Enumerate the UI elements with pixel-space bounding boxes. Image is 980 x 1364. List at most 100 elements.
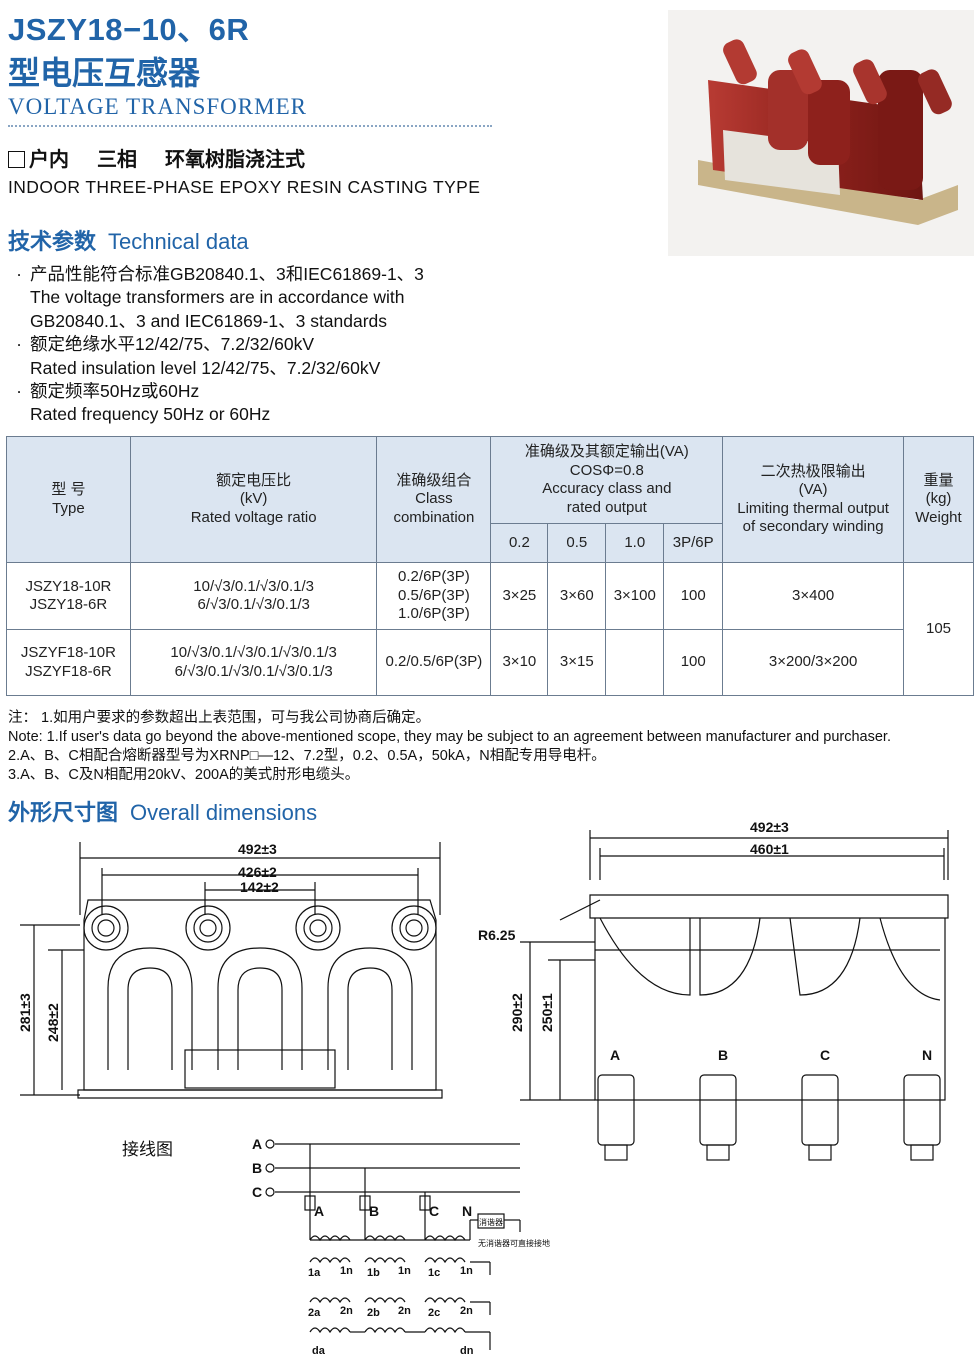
list-item: Rated frequency 50Hz or 60Hz (30, 404, 271, 425)
cell-weight: 105 (903, 562, 974, 696)
list-item: ·额定绝缘水平12/42/75、7.2/32/60kV (16, 334, 315, 355)
cell-output-10: 3×100 (605, 562, 665, 630)
cell-line: Rated voltage ratio (190, 508, 317, 526)
header-ratio: 额定电压比(kV)Rated voltage ratio (129, 436, 378, 563)
header-output-02: 0.2 (490, 523, 549, 563)
phase-label-a: A (610, 1047, 620, 1063)
type-three-phase: 三相 (97, 147, 137, 171)
wiring-box-suppressor: 消谐器 (479, 1217, 503, 1227)
cell-line: (kV) (239, 490, 268, 508)
cell-line: JSZY18-10R (25, 577, 112, 595)
cell-line: (VA) (798, 481, 828, 498)
list-item: Rated insulation level 12/42/75、7.2/32/6… (30, 357, 381, 378)
wiring-diagram (265, 1139, 521, 1350)
dim-left-142: 142±2 (240, 879, 279, 895)
dim-left-281: 281±3 (17, 993, 33, 1032)
cell-line: 6/√3/0.1/√3/0.1/√3/0.1/3 (174, 662, 333, 680)
title-divider (8, 125, 492, 127)
wiring-tap-b: B (369, 1203, 379, 1219)
note-line: 3.A、B、C及N相配用20kV、200A的美式肘形电缆头。 (8, 767, 360, 783)
dim-right-250: 250±1 (539, 993, 555, 1032)
list-item: ·产品性能符合标准GB20840.1、3和IEC61869-1、3 (16, 264, 424, 284)
dim-right-492: 492±3 (750, 820, 789, 835)
cell-output-05: 3×60 (547, 562, 607, 630)
type-indoor: 户内 (29, 147, 69, 171)
side-view-drawing (520, 830, 949, 1161)
checkbox-icon (8, 151, 25, 168)
dim-right-460: 460±1 (750, 841, 789, 857)
cell-line: Class (415, 490, 453, 508)
cell-line: Limiting thermal output (737, 499, 889, 517)
cell-line: (kg) (925, 490, 952, 508)
sec1-label: 1n (460, 1265, 473, 1277)
dimension-drawings: 492±3 426±2 142±2 281±3 248±2 492±3 460±… (17, 820, 949, 1357)
wiring-line-b: B (252, 1160, 262, 1176)
cell-line: 0.2/6P(3P) (398, 568, 470, 586)
product-title-en: VOLTAGE TRANSFORMER (8, 94, 307, 119)
wiring-title: 接线图 (122, 1140, 173, 1160)
sec1-label: 1n (340, 1265, 353, 1277)
note-line: Note: 1.If user's data go beyond the abo… (8, 729, 891, 745)
list-item: ·额定频率50Hz或60Hz (16, 381, 200, 402)
cell-line: Accuracy class and (542, 480, 672, 497)
technical-heading-en: Technical data (108, 229, 249, 254)
sec3-label: da (312, 1345, 326, 1357)
product-title-cn: 型电压互感器 (8, 54, 201, 92)
cell-output-02: 3×25 (490, 562, 549, 630)
header-output-05: 0.5 (547, 523, 607, 563)
wiring-line-c: C (252, 1184, 262, 1200)
dim-right-290: 290±2 (509, 993, 525, 1032)
cell-output-05: 3×15 (547, 629, 607, 696)
wiring-tap-a: A (314, 1203, 324, 1219)
cell-thermal: 3×200/3×200 (722, 629, 904, 696)
cell-line: 0.5/6P(3P) (398, 586, 470, 604)
sec2-label: 2c (428, 1307, 440, 1319)
dim-right-radius: R6.25 (478, 927, 516, 943)
cell-line: 10/√3/0.1/√3/0.1/√3/0.1/3 (170, 644, 337, 661)
cell-line: 型 号 (51, 481, 86, 498)
front-view-drawing (20, 842, 443, 1099)
sec2-label: 2n (340, 1305, 353, 1317)
wiring-tap-n: N (462, 1203, 472, 1219)
note-line: 注： 1.如用户要求的参数超出上表范围，可与我公司协商后确定。 (8, 710, 431, 726)
cell-output-3p: 100 (663, 562, 724, 630)
dimensions-heading-cn: 外形尺寸图 (8, 801, 119, 826)
cell-output-02: 3×10 (490, 629, 549, 696)
cell-line: Weight (915, 508, 962, 526)
product-photo (668, 10, 974, 256)
cell-line: combination (393, 508, 475, 526)
cell-line: 准确级及其额定输出(VA) (524, 443, 689, 460)
header-weight: 重量(kg)Weight (903, 436, 974, 563)
cell-thermal: 3×400 (722, 562, 904, 630)
sec1-label: 1c (428, 1267, 440, 1279)
sec2-label: 2a (308, 1307, 321, 1319)
phase-label-b: B (718, 1047, 728, 1063)
sec3-label: dn (460, 1345, 474, 1357)
phase-label-n: N (922, 1047, 932, 1063)
dimensions-heading-en: Overall dimensions (130, 800, 318, 825)
product-type-cn: 户内三相环氧树脂浇注式 (8, 143, 305, 172)
cell-line: Type (52, 499, 85, 517)
cell-line: rated output (566, 498, 647, 516)
cell-line: 0.2/0.5/6P(3P) (385, 653, 483, 671)
dimensions-heading: 外形尺寸图 Overall dimensions (8, 795, 317, 827)
cell-line: COSΦ=0.8 (569, 461, 644, 479)
dim-left-492: 492±3 (238, 841, 277, 857)
sec2-label: 2n (398, 1305, 411, 1317)
cell-line: 10/√3/0.1/√3/0.1/3 (193, 577, 314, 595)
product-model: JSZY18−10、6R (8, 12, 250, 47)
cell-line: 准确级组合 (396, 471, 472, 489)
wiring-tap-c: C (429, 1203, 439, 1219)
wiring-box-note: 无消谐器可直接接地 (478, 1238, 550, 1248)
cell-output-3p: 100 (663, 629, 724, 696)
dim-left-426: 426±2 (238, 864, 277, 880)
